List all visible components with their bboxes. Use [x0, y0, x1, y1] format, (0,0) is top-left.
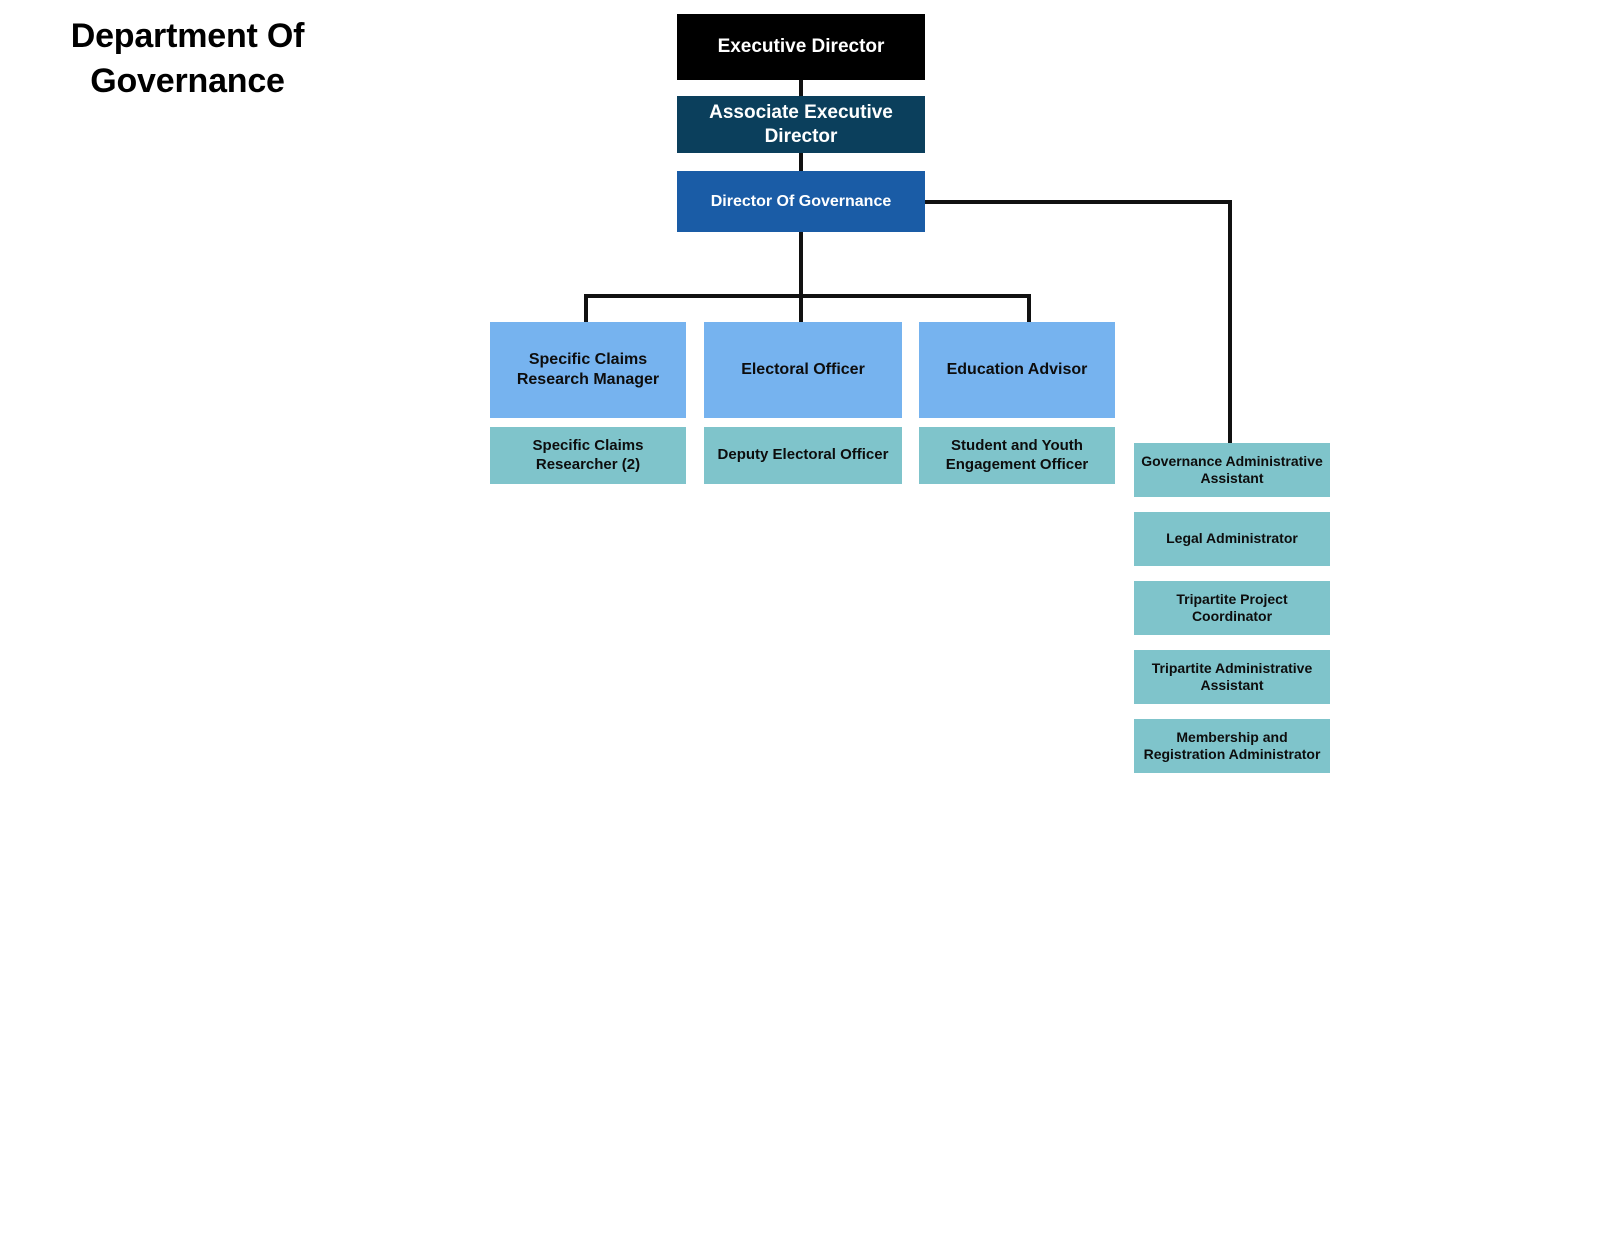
- connector-director-trunk: [799, 232, 803, 298]
- connector-assoc-to-director: [799, 153, 803, 171]
- connector-drop-education-advisor: [1027, 294, 1031, 322]
- page-title: Department Of Governance: [70, 17, 305, 100]
- node-specific-claims-researcher[interactable]: Specific Claims Researcher (2): [490, 427, 686, 484]
- node-executive-director[interactable]: Executive Director: [677, 14, 925, 80]
- node-membership-and-registration-administrator[interactable]: Membership and Registration Administrato…: [1134, 719, 1330, 773]
- node-legal-administrator[interactable]: Legal Administrator: [1134, 512, 1330, 566]
- node-education-advisor[interactable]: Education Advisor: [919, 322, 1115, 418]
- node-tripartite-project-coordinator[interactable]: Tripartite Project Coordinator: [1134, 581, 1330, 635]
- node-student-and-youth-engagement-officer[interactable]: Student and Youth Engagement Officer: [919, 427, 1115, 484]
- node-deputy-electoral-officer[interactable]: Deputy Electoral Officer: [704, 427, 902, 484]
- node-specific-claims-research-manager[interactable]: Specific Claims Research Manager: [490, 322, 686, 418]
- connector-drop-claims-manager: [584, 294, 588, 322]
- node-electoral-officer[interactable]: Electoral Officer: [704, 322, 902, 418]
- connector-admin-branch-vertical: [1228, 200, 1232, 443]
- node-tripartite-administrative-assistant[interactable]: Tripartite Administrative Assistant: [1134, 650, 1330, 704]
- connector-exec-to-assoc: [799, 80, 803, 96]
- node-associate-executive-director[interactable]: Associate Executive Director: [677, 96, 925, 153]
- node-governance-administrative-assistant[interactable]: Governance Administrative Assistant: [1134, 443, 1330, 497]
- node-director-of-governance[interactable]: Director Of Governance: [677, 171, 925, 232]
- connector-drop-electoral-officer: [799, 294, 803, 322]
- connector-manager-bus: [584, 294, 1031, 298]
- connector-admin-branch-horizontal: [925, 200, 1232, 204]
